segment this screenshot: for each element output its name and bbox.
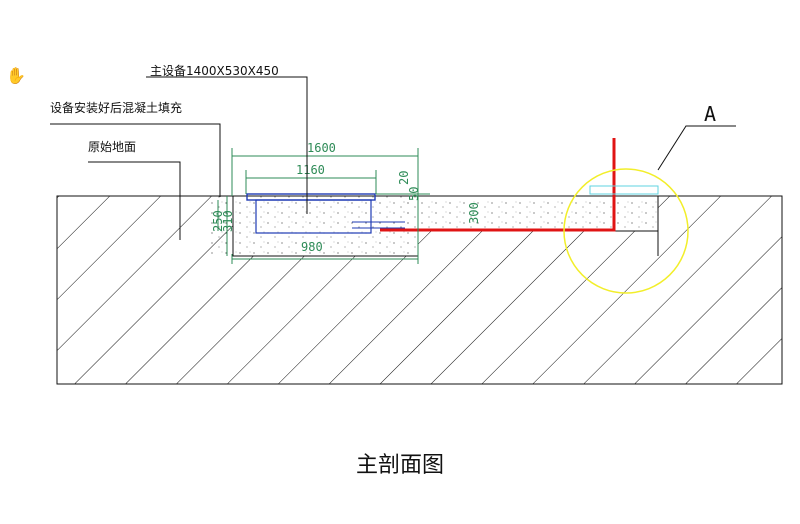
dimension-lines xyxy=(217,148,430,264)
drawing-caption: 主剖面图 xyxy=(355,453,444,478)
callout-label: A xyxy=(704,102,716,126)
detail-circle xyxy=(563,168,689,294)
dim-980: 980 xyxy=(301,240,323,254)
ground-section xyxy=(56,195,783,385)
fill-note-label: 设备安装好后混凝土填充 xyxy=(50,101,183,115)
dim-50: 50 xyxy=(407,187,421,201)
dim-1600: 1600 xyxy=(307,141,336,155)
main-equipment-label: 主设备1400X530X450 xyxy=(150,64,279,78)
dim-20: 20 xyxy=(397,171,411,185)
pipe-line xyxy=(380,138,616,232)
dim-310: 310 xyxy=(221,210,235,232)
annotation-leaders xyxy=(50,76,308,240)
detail-box xyxy=(589,185,659,195)
dim-250: 250 xyxy=(211,210,225,232)
callout-leader xyxy=(657,125,736,171)
main-equipment xyxy=(246,193,405,234)
original-ground-label: 原始地面 xyxy=(88,140,137,154)
dim-1160: 1160 xyxy=(296,163,325,177)
dim-300: 300 xyxy=(467,202,481,224)
hand-icon: ✋ xyxy=(6,66,26,85)
